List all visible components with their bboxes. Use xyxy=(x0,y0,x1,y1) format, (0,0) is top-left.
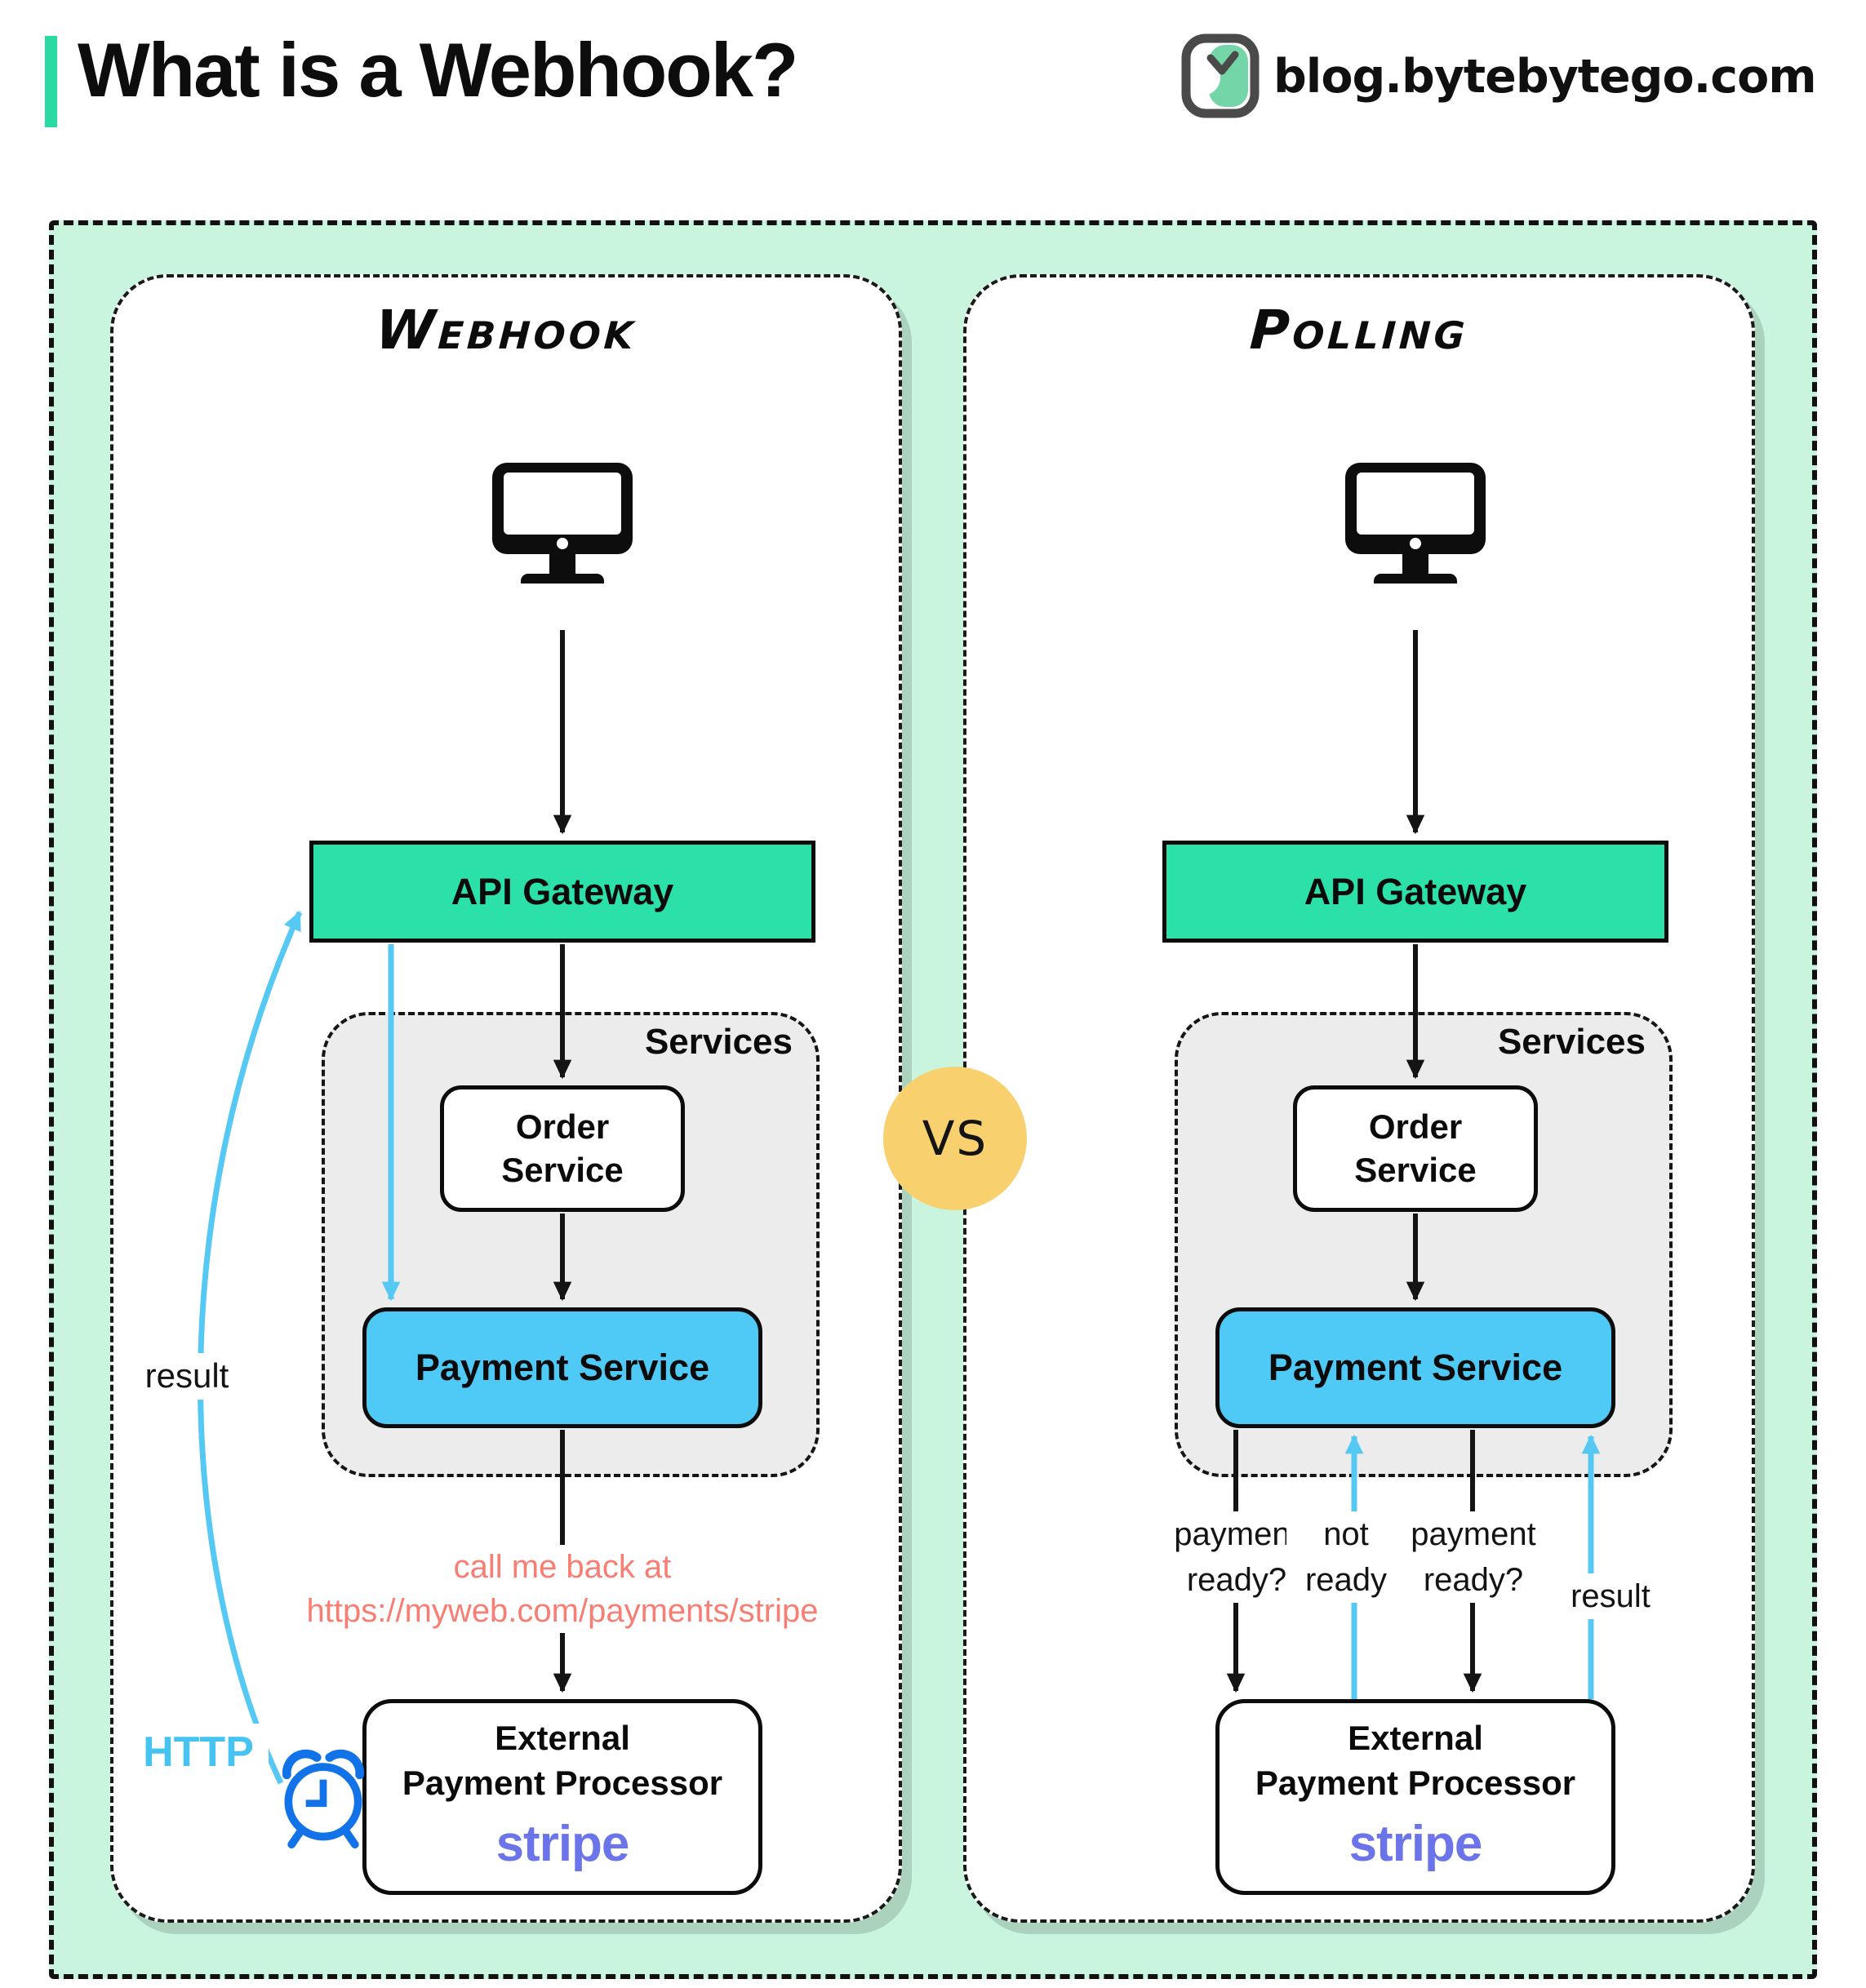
services-group-label: Services xyxy=(1497,1022,1646,1062)
site-url: blog.bytebytego.com xyxy=(1273,50,1817,104)
api-gateway-label: API Gateway xyxy=(451,870,674,912)
poll-label-not-ready: not ready xyxy=(1286,1511,1406,1603)
alarm-clock-icon xyxy=(282,1749,365,1849)
desktop-monitor-icon xyxy=(492,463,633,584)
external-label-line2: Payment Processor xyxy=(1255,1763,1576,1802)
logo-frame xyxy=(1181,33,1260,118)
webhook-result-label: result xyxy=(126,1353,248,1400)
api-gateway-node: API Gateway xyxy=(1162,841,1668,943)
monitor-screen xyxy=(1357,473,1474,535)
logo-crescent xyxy=(1184,60,1220,95)
polling-panel: Polling Services API Gateway Order Servi… xyxy=(963,274,1755,1923)
callback-note-line2: https://myweb.com/payments/stripe xyxy=(306,1593,819,1629)
order-service-node: Order Service xyxy=(440,1085,685,1212)
payment-service-label: Payment Service xyxy=(1268,1347,1563,1388)
api-gateway-label: API Gateway xyxy=(1304,870,1527,912)
bytebytego-logo-icon xyxy=(1181,33,1260,118)
services-group-label: Services xyxy=(644,1022,793,1062)
external-label-line1: External xyxy=(1348,1719,1483,1758)
external-label-line1: External xyxy=(495,1719,630,1758)
external-payment-processor-node: External Payment Processor stripe xyxy=(1215,1699,1615,1895)
api-gateway-node: API Gateway xyxy=(309,841,815,943)
monitor-screen xyxy=(504,473,621,535)
desktop-monitor-icon xyxy=(1345,463,1486,584)
callback-note: call me back at https://myweb.com/paymen… xyxy=(260,1545,864,1633)
arrow-webhook-callback-curve xyxy=(198,910,303,1785)
webhook-http-label: HTTP xyxy=(128,1724,269,1782)
monitor-stand xyxy=(549,554,575,575)
monitor-stand xyxy=(1402,554,1428,575)
poll-label-payment-ready-2: payment ready? xyxy=(1395,1511,1552,1603)
order-service-label: Order Service xyxy=(1354,1107,1477,1189)
monitor-base xyxy=(521,574,604,584)
payment-service-label: Payment Service xyxy=(415,1347,710,1388)
clock-hands xyxy=(305,1779,327,1808)
title-accent-bar xyxy=(45,36,57,127)
webhook-panel-title: Webhook xyxy=(374,299,638,362)
poll-label-result: result xyxy=(1542,1573,1679,1619)
webhook-panel: Webhook Services API Gateway Order Servi… xyxy=(110,274,902,1923)
callback-note-line1: call me back at xyxy=(453,1549,672,1585)
order-service-label: Order Service xyxy=(501,1107,624,1189)
payment-service-node: Payment Service xyxy=(1215,1307,1615,1428)
monitor-base xyxy=(1374,574,1457,584)
order-service-node: Order Service xyxy=(1293,1085,1538,1212)
external-payment-processor-node: External Payment Processor stripe xyxy=(362,1699,762,1895)
stripe-wordmark: stripe xyxy=(495,1816,630,1873)
polling-panel-title: Polling xyxy=(1248,299,1470,362)
logo-check xyxy=(1206,51,1239,75)
vs-badge: VS xyxy=(883,1067,1027,1210)
stripe-wordmark: stripe xyxy=(1348,1816,1483,1873)
payment-service-node: Payment Service xyxy=(362,1307,762,1428)
page-title: What is a Webhook? xyxy=(78,27,798,113)
external-label-line2: Payment Processor xyxy=(402,1763,723,1802)
logo-mint-shape xyxy=(1209,45,1248,107)
comparison-container: Webhook Services API Gateway Order Servi… xyxy=(49,220,1817,1979)
